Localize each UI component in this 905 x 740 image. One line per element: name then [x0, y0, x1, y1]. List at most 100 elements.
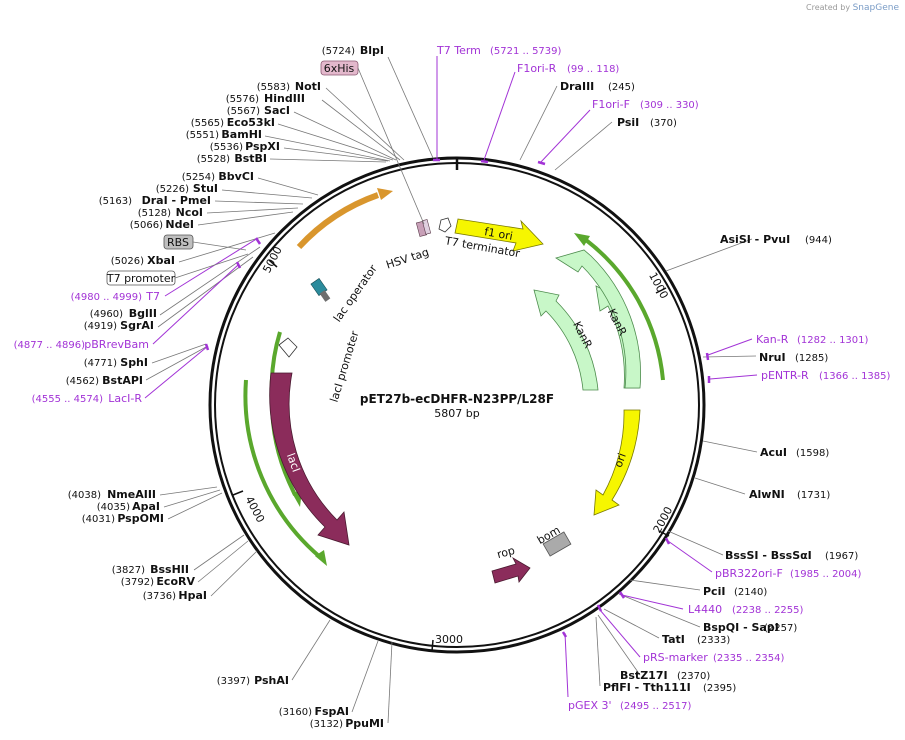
- enzyme-name: HpaI: [178, 589, 207, 602]
- tick-3000: 3000: [435, 633, 463, 646]
- enzyme-name: NdeI: [165, 218, 194, 231]
- enzyme-name: PciI: [703, 585, 725, 598]
- t7-promoter-text: T7 promoter: [106, 272, 176, 285]
- enzyme-name: EcoRV: [156, 575, 195, 588]
- snapgene-credit: Created by SnapGene: [806, 3, 899, 13]
- primer-name: pBR322ori-F: [715, 567, 783, 580]
- primer-name: T7 Term: [436, 44, 481, 57]
- primer-name: F1ori-F: [592, 98, 630, 111]
- enzyme-pos: (944): [805, 235, 832, 246]
- kanr-arrow-3: [533, 289, 599, 391]
- enzyme-name: SacI: [264, 104, 290, 117]
- enzyme-name: NcoI: [176, 206, 203, 219]
- primer-pos: (1282 .. 1301): [797, 335, 869, 346]
- credit-prefix: Created by: [806, 3, 851, 12]
- left-enzyme-labels: BlpI (5724) NotI (5583) HindIII (5576) S…: [66, 44, 384, 730]
- enzyme-pos: (5226): [156, 184, 189, 195]
- enzyme-pos: (5163): [99, 196, 132, 207]
- hsv-tag-label: HSV tag: [384, 246, 430, 272]
- his-tag-text: 6xHis: [324, 62, 355, 75]
- right-enzyme-labels: DraIII (245) PsiI (370) AsiSI - PvuI (94…: [560, 80, 858, 694]
- enzyme-pos: (5128): [138, 208, 171, 219]
- green-arc-left-2: [243, 379, 322, 559]
- enzyme-name: SgrAI: [120, 319, 154, 332]
- enzyme-pos: (5026): [111, 256, 144, 267]
- primer-labels: T7 Term (5721 .. 5739) F1ori-R (99 .. 11…: [14, 44, 891, 712]
- primer-pos: (1366 .. 1385): [819, 371, 891, 382]
- primer-name: pENTR-R: [761, 369, 809, 382]
- enzyme-pos: (2140): [734, 587, 767, 598]
- enzyme-pos: (5567): [227, 106, 260, 117]
- enzyme-pos: (4919): [84, 321, 117, 332]
- enzyme-pos: (4960): [90, 309, 123, 320]
- enzyme-pos: (2395): [703, 683, 736, 694]
- enzyme-name: AlwNI: [749, 488, 785, 501]
- plasmid-size: 5807 bp: [434, 407, 479, 420]
- enzyme-name: BamHI: [221, 128, 262, 141]
- enzyme-name: StuI: [193, 182, 218, 195]
- rbs-text: RBS: [167, 236, 189, 249]
- enzyme-pos: (2257): [764, 623, 797, 634]
- enzyme-pos: (5551): [186, 130, 219, 141]
- enzyme-pos: (1285): [795, 353, 828, 364]
- enzyme-name: NmeAIII: [107, 488, 156, 501]
- primer-name: pBRrevBam: [84, 338, 149, 351]
- laci-promoter-label: lacI promoter: [328, 329, 362, 404]
- enzyme-pos: (3397): [217, 676, 250, 687]
- enzyme-name: BspQI - SapI: [703, 621, 779, 634]
- enzyme-name: NotI: [295, 80, 321, 93]
- enzyme-name: BssSI - BssSαI: [725, 549, 812, 562]
- enzyme-pos: (5576): [226, 94, 259, 105]
- t7-terminator-arrow: [438, 217, 452, 233]
- enzyme-pos: (2370): [677, 671, 710, 682]
- enzyme-pos: (4035): [97, 502, 130, 513]
- enzyme-pos: (2333): [697, 635, 730, 646]
- tick-4000: 4000: [243, 494, 268, 525]
- enzyme-name: FspAI: [314, 705, 349, 718]
- orange-arc: [296, 192, 379, 250]
- enzyme-name: PspOMI: [117, 512, 164, 525]
- ori-arrow: [593, 409, 641, 516]
- enzyme-pos: (1967): [825, 551, 858, 562]
- enzyme-name: DraI - PmeI: [142, 194, 211, 207]
- enzyme-name: BssHII: [150, 563, 189, 576]
- enzyme-name: BstAPI: [102, 374, 143, 387]
- enzyme-pos: (1598): [796, 448, 829, 459]
- enzyme-name: AsiSI - PvuI: [720, 233, 790, 246]
- enzyme-name: PsiI: [617, 116, 639, 129]
- enzyme-name: PshAI: [254, 674, 289, 687]
- primer-pos: (2495 .. 2517): [620, 701, 692, 712]
- enzyme-pos: (5536): [210, 142, 243, 153]
- green-arc-left-2-head: [315, 550, 327, 566]
- enzyme-name: XbaI: [147, 254, 175, 267]
- enzyme-pos: (4771): [84, 358, 117, 369]
- enzyme-name: SphI: [120, 356, 148, 369]
- primer-pos: (4555 .. 4574): [32, 394, 104, 405]
- lac-operator-label: lac operator: [331, 262, 380, 324]
- enzyme-pos: (5565): [191, 118, 224, 129]
- tick-2000: 2000: [651, 504, 676, 535]
- enzyme-pos: (1731): [797, 490, 830, 501]
- boxed-feature-labels: 6xHis RBS T7 promoter: [106, 60, 425, 286]
- laci-promoter-arrow: [278, 337, 298, 358]
- enzyme-pos: (5528): [197, 154, 230, 165]
- orange-arc-head: [377, 188, 393, 200]
- f1-ori-label: f1 ori: [483, 225, 514, 243]
- primer-pos: (5721 .. 5739): [490, 46, 562, 57]
- enzyme-name: BstZ17I: [620, 669, 668, 682]
- primer-name: LacI-R: [108, 392, 142, 405]
- enzyme-pos: (3160): [279, 707, 312, 718]
- primer-pos: (99 .. 118): [567, 64, 619, 75]
- enzyme-pos: (5724): [322, 46, 355, 57]
- enzyme-name: PpuMI: [345, 717, 384, 730]
- primer-pos: (4980 .. 4999): [71, 292, 143, 303]
- tick-marks: [232, 259, 670, 652]
- enzyme-pos: (5583): [257, 82, 290, 93]
- enzyme-name: BbvCI: [218, 170, 254, 183]
- primer-name: Kan-R: [756, 333, 789, 346]
- enzyme-name: TatI: [662, 633, 685, 646]
- f1-ori-arrow: [454, 218, 544, 252]
- primer-pos: (309 .. 330): [640, 100, 699, 111]
- enzyme-name: DraIII: [560, 80, 594, 93]
